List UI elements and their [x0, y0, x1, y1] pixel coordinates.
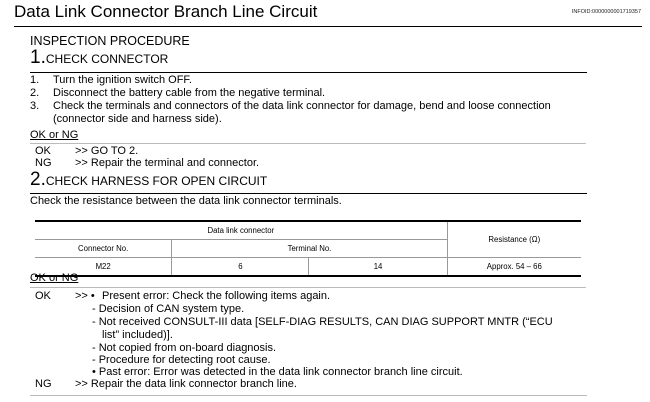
- step2-heading: 2.CHECK HARNESS FOR OPEN CIRCUIT: [30, 169, 267, 191]
- step1-rule: [30, 72, 587, 73]
- step2-ok-line: - Procedure for detecting root cause.: [92, 354, 271, 366]
- table-group-header: Data link connector: [35, 220, 448, 240]
- step2-ok-line: - Not received CONSULT-III data [SELF-DI…: [92, 316, 553, 328]
- step1-ok-label: OK: [35, 145, 51, 157]
- table-terminal-header: Terminal No.: [171, 239, 448, 258]
- step1-item: 1.Turn the ignition switch OFF.: [30, 74, 192, 86]
- step2-ok-arrow: >> •: [75, 290, 95, 302]
- table-resistance-header: Resistance (Ω): [446, 220, 581, 258]
- step2-ng-text: >> Repair the data link connector branch…: [75, 378, 297, 390]
- step1-title: CHECK CONNECTOR: [45, 52, 169, 66]
- step2-ok-ng-label: OK or NG: [30, 272, 79, 284]
- step2-title: CHECK HARNESS FOR OPEN CIRCUIT: [45, 174, 268, 188]
- table-cell-terminal-a: 6: [171, 257, 309, 277]
- step1-item-continuation: (connector side and harness side).: [53, 113, 222, 125]
- bottom-rule: [30, 395, 587, 396]
- info-id: INFOID:0000000001719357: [571, 9, 641, 15]
- step2-number: 2.: [30, 169, 46, 190]
- step2-ok-line: • Past error: Error was detected in the …: [92, 366, 463, 378]
- step2-ok-label: OK: [35, 290, 51, 302]
- title-divider: [14, 26, 642, 27]
- step2-rule: [30, 193, 587, 194]
- step1-number: 1.: [30, 47, 46, 68]
- resistance-table: Data link connector Resistance (Ω) Conne…: [35, 220, 581, 277]
- step2-instruction: Check the resistance between the data li…: [30, 195, 342, 207]
- step2-ok-line: - Decision of CAN system type.: [92, 303, 245, 315]
- step1-ng-label: NG: [35, 157, 52, 169]
- step1-ok-text: >> GO TO 2.: [75, 145, 139, 157]
- step1-ng-text: >> Repair the terminal and connector.: [75, 157, 260, 169]
- step2-ng-label: NG: [35, 378, 52, 390]
- table-cell-connector: M22: [35, 257, 172, 277]
- step1-item: 3.Check the terminals and connectors of …: [30, 100, 551, 112]
- step2-ok-line: - Not copied from on-board diagnosis.: [92, 342, 277, 354]
- step1-item: 2.Disconnect the battery cable from the …: [30, 87, 326, 99]
- table-cell-terminal-b: 14: [308, 257, 448, 277]
- table-connector-header: Connector No.: [35, 239, 172, 258]
- step1-ok-ng-label: OK or NG: [30, 129, 79, 141]
- step2-ok-line: Present error: Check the following items…: [102, 290, 331, 302]
- step1-ok-ng-rule: [30, 143, 586, 144]
- procedure-heading: INSPECTION PROCEDURE: [30, 34, 190, 48]
- page-title: Data Link Connector Branch Line Circuit: [14, 2, 318, 21]
- step1-heading: 1.CHECK CONNECTOR: [30, 47, 168, 69]
- table-cell-resistance: Approx. 54 – 66: [446, 257, 581, 277]
- step2-ok-ng-rule: [30, 287, 586, 288]
- step2-ok-line: list” included)].: [102, 329, 173, 341]
